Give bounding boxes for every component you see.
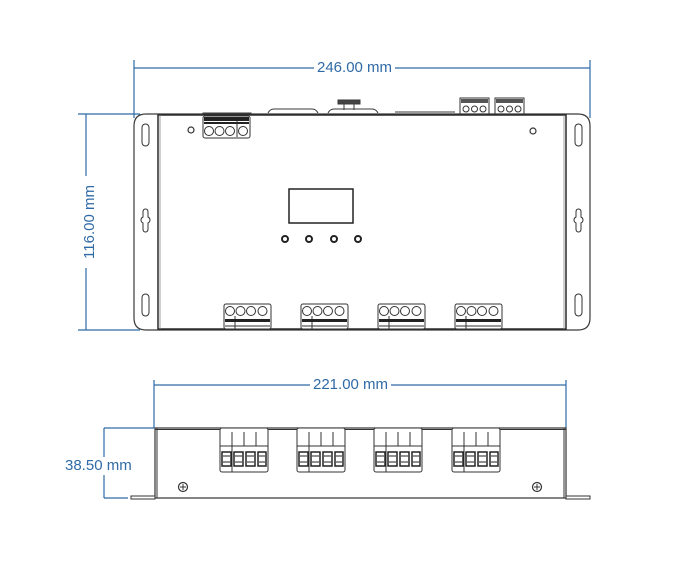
screw-hole-left bbox=[187, 126, 195, 134]
control-buttons bbox=[281, 235, 362, 243]
power-input-terminal bbox=[202, 115, 251, 139]
screw-hole-right bbox=[529, 127, 537, 135]
label-width-246: 246.00 mm bbox=[314, 59, 396, 77]
side-view bbox=[103, 380, 591, 500]
enclosure-body bbox=[157, 114, 567, 330]
mounting-slots-left bbox=[140, 123, 151, 317]
side-terminal-1 bbox=[219, 427, 269, 473]
side-terminal-2 bbox=[296, 427, 346, 473]
side-screw-left bbox=[177, 481, 189, 493]
top-view bbox=[78, 60, 591, 331]
button-2 bbox=[305, 235, 313, 243]
output-terminal-4 bbox=[454, 303, 503, 330]
output-terminal-3 bbox=[377, 303, 426, 330]
side-terminal-4 bbox=[451, 427, 501, 473]
label-height-116: 116.00 mm bbox=[81, 176, 99, 268]
top-connector-1 bbox=[459, 97, 490, 115]
mounting-slots-right bbox=[573, 123, 584, 317]
output-terminal-2 bbox=[300, 303, 349, 330]
side-terminal-3 bbox=[373, 427, 423, 473]
button-3 bbox=[330, 235, 338, 243]
side-screw-right bbox=[531, 481, 543, 493]
flange-right bbox=[565, 495, 591, 500]
button-4 bbox=[354, 235, 362, 243]
lcd-display bbox=[288, 188, 354, 224]
flange-left bbox=[130, 495, 156, 500]
top-connector-2 bbox=[494, 97, 525, 115]
button-1 bbox=[281, 235, 289, 243]
output-terminal-1 bbox=[223, 303, 272, 330]
label-height-38-50: 38.50 mm bbox=[62, 457, 135, 475]
label-width-221: 221.00 mm bbox=[310, 376, 392, 394]
enclosure-side bbox=[154, 427, 567, 499]
